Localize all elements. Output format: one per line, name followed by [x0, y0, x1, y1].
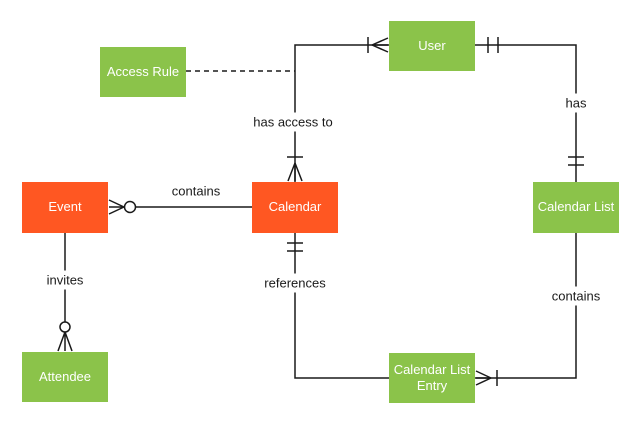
entity-user: User [389, 21, 475, 71]
zero-circle-icon [59, 321, 71, 333]
entity-label: Calendar [268, 199, 322, 215]
connector-event-calendar [108, 199, 252, 215]
relationship-label-has-access-to: has access to [249, 112, 337, 132]
connector-line [294, 233, 389, 379]
relationship-label-contains-calendarlist-entry: contains [547, 286, 605, 306]
entity-label: Calendar List [537, 199, 615, 215]
connector-line [475, 233, 577, 379]
entity-calendar: Calendar [252, 182, 338, 233]
entity-calendar-list-entry: Calendar List Entry [389, 353, 475, 403]
relationship-label-has: has [561, 93, 591, 113]
zero-circle-icon [123, 200, 137, 214]
entity-event: Event [22, 182, 108, 233]
entity-label: Attendee [38, 368, 92, 384]
crowsfoot-many-icon [57, 331, 73, 352]
entity-access-rule: Access Rule [100, 47, 186, 97]
crowsfoot-many-icon [287, 162, 303, 182]
entity-label: User [418, 37, 446, 53]
relationship-label-references: references [260, 273, 330, 293]
crowsfoot-many-icon [371, 37, 389, 53]
entity-label: Event [48, 199, 82, 215]
crowsfoot-many-icon [475, 370, 492, 386]
relationship-label-contains-event-calendar: contains [167, 181, 225, 201]
entity-calendar-list: Calendar List [533, 182, 619, 233]
connector-calendar-user [287, 37, 389, 182]
connector-event-attendee [57, 233, 73, 352]
connector-user-calendarlist [475, 37, 584, 182]
connector-line [475, 44, 577, 182]
crowsfoot-many-icon [108, 199, 125, 215]
relationship-label-invites: invites [42, 270, 88, 290]
entity-label: Access Rule [106, 63, 180, 79]
connector-calendarlist-entry [475, 233, 577, 386]
entity-label: Calendar List Entry [393, 361, 471, 393]
connector-line [294, 44, 389, 182]
connector-calendar-entry [287, 233, 389, 379]
entity-attendee: Attendee [22, 352, 108, 402]
